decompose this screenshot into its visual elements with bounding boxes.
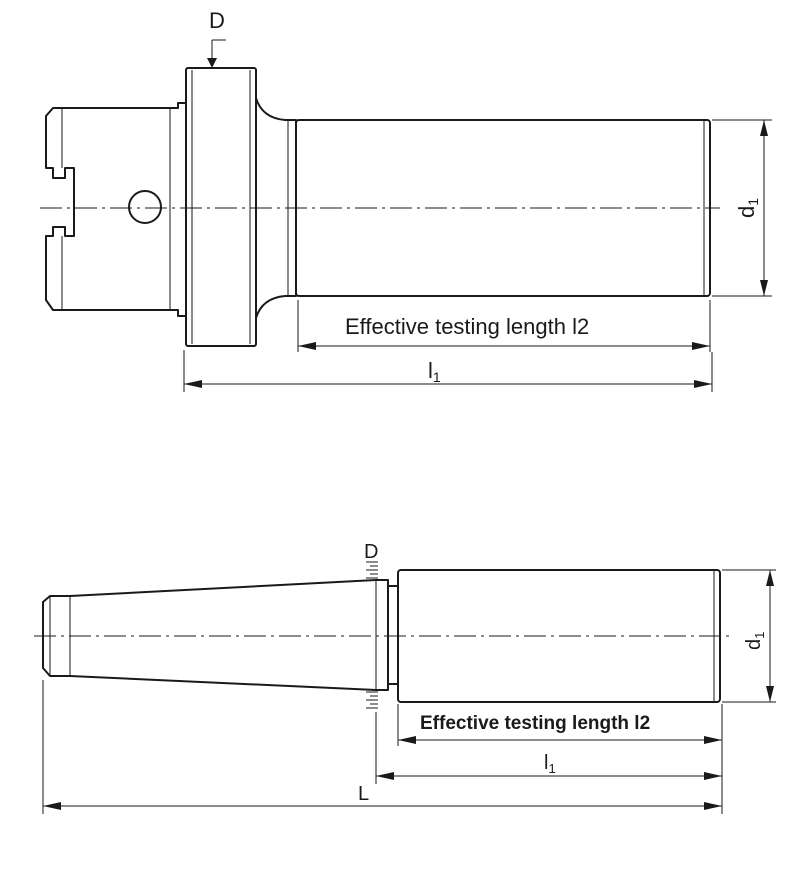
- bottom-L-label: L: [358, 783, 369, 805]
- bottom-l1-label: l1: [544, 752, 556, 776]
- taper-shank-outline: [69, 579, 389, 691]
- gauge-ticks: [366, 561, 378, 709]
- top-l2-arrow-right: [692, 342, 710, 350]
- top-l1-arrow-right: [694, 380, 712, 388]
- tang-end-outline: [42, 595, 70, 677]
- bottom-d1-arrow-bottom: [766, 686, 774, 702]
- top-l1-label: l1: [428, 358, 441, 385]
- top-d1-arrow-bottom: [760, 280, 768, 296]
- bottom-d1-arrow-top: [766, 570, 774, 586]
- bottom-l2-arrow-right: [704, 736, 722, 744]
- top-l1-arrow-left: [184, 380, 202, 388]
- bottom-L-arrow-right: [704, 802, 722, 810]
- bottom-neck: [387, 585, 399, 685]
- top-d1-arrow-top: [760, 120, 768, 136]
- top-D-arrow: [207, 58, 217, 68]
- flange-collar: [185, 67, 257, 347]
- hsk-hole-circle: [128, 190, 162, 224]
- bottom-view: D d1 Effective testing length l2: [34, 541, 776, 814]
- bottom-l1-arrow-right: [704, 772, 722, 780]
- bottom-D-label: D: [364, 541, 378, 563]
- bottom-L-arrow-left: [43, 802, 61, 810]
- bottom-d1-label: d1: [743, 632, 767, 650]
- bottom-effective-label: Effective testing length l2: [420, 713, 650, 734]
- top-view: D d1 Effective testing length l2 l1: [40, 8, 772, 392]
- top-d1-label: d1: [734, 198, 761, 218]
- top-l2-arrow-left: [298, 342, 316, 350]
- top-D-label: D: [209, 8, 225, 33]
- bottom-l2-arrow-left: [398, 736, 416, 744]
- top-effective-label: Effective testing length l2: [345, 314, 589, 339]
- hsk-shank-outline: [45, 102, 186, 317]
- bottom-l1-arrow-left: [376, 772, 394, 780]
